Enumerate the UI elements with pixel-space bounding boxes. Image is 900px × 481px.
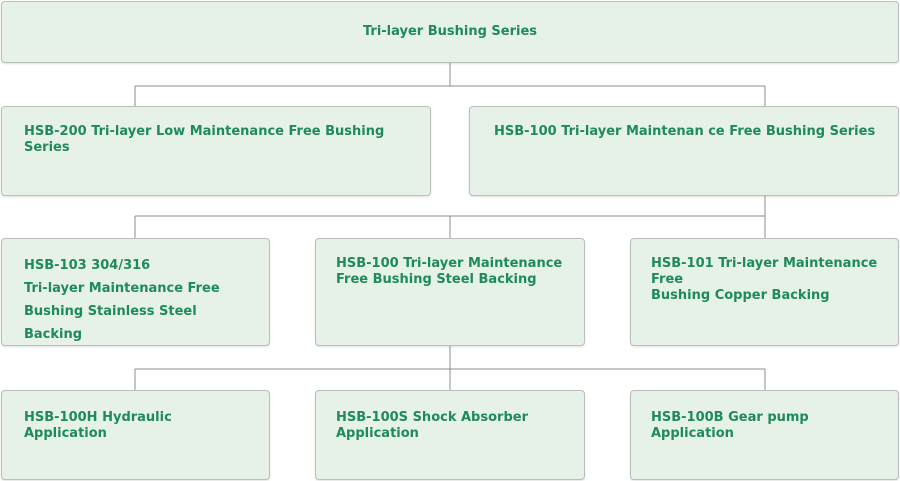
node-hsb-100: HSB-100 Tri-layer Maintenance Free Bushi… [315,238,585,346]
node-hsb-100-series: HSB-100 Tri-layer Maintenan ce Free Bush… [469,106,899,196]
node-label: HSB-103 304/316 Tri-layer Maintenance Fr… [24,258,220,342]
node-label: HSB-100S Shock Absorber Application [336,410,528,441]
node-label: HSB-100 Tri-layer Maintenance Free Bushi… [336,256,563,287]
node-label: HSB-101 Tri-layer Maintenance Free Bushi… [651,256,878,303]
node-hsb-200: HSB-200 Tri-layer Low Maintenance Free B… [1,106,431,196]
node-tri-layer-bushing-series: Tri-layer Bushing Series [1,1,899,63]
node-label: HSB-100H Hydraulic Application [24,410,172,441]
node-hsb-103: HSB-103 304/316 Tri-layer Maintenance Fr… [1,238,270,346]
node-hsb-100b: HSB-100B Gear pump Application [630,390,899,480]
node-label: HSB-100 Tri-layer Maintenan ce Free Bush… [494,124,876,139]
node-hsb-100s: HSB-100S Shock Absorber Application [315,390,585,480]
node-hsb-101: HSB-101 Tri-layer Maintenance Free Bushi… [630,238,899,346]
node-label: Tri-layer Bushing Series [362,24,538,39]
node-hsb-100h: HSB-100H Hydraulic Application [1,390,270,480]
node-label: HSB-200 Tri-layer Low Maintenance Free B… [24,124,385,155]
node-label: HSB-100B Gear pump Application [651,410,809,441]
